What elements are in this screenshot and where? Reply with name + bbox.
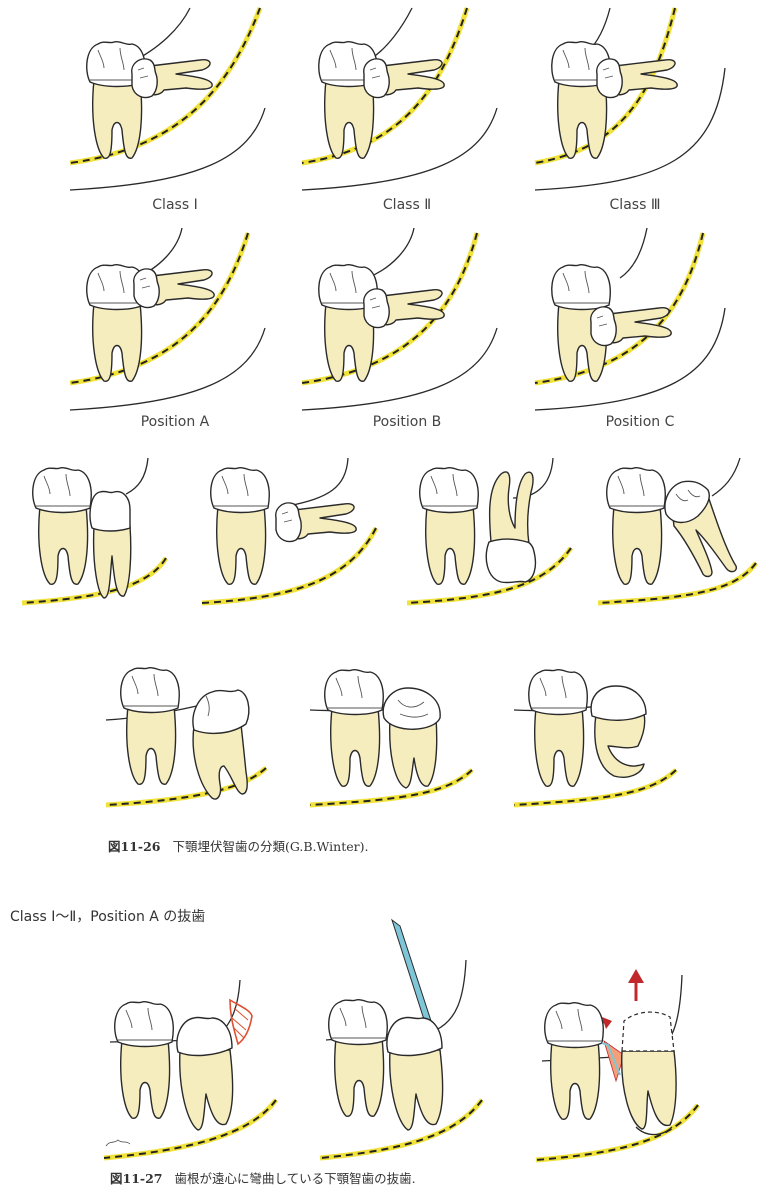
caption-class-1: Class Ⅰ xyxy=(152,197,198,213)
diagram-class-3 xyxy=(525,7,735,196)
figure-26-caption: 図11-26 下顎埋伏智歯の分類(G.B.Winter). xyxy=(108,836,628,855)
figure-27-caption: 図11-27 歯根が遠心に彎曲している下顎智歯の抜歯. xyxy=(110,1168,630,1187)
diagram-extraction-step-1 xyxy=(100,979,280,1165)
diagram-position-b xyxy=(292,227,502,416)
diagram-position-c xyxy=(525,227,735,416)
diagram-inverted xyxy=(403,457,574,608)
figure-26-text: 下顎埋伏智歯の分類(G.B.Winter). xyxy=(172,839,369,854)
diagram-class-1 xyxy=(60,7,270,196)
caption-position-b: Position B xyxy=(372,414,442,430)
diagram-extraction-step-2 xyxy=(316,918,486,1165)
diagram-buccoangular xyxy=(306,660,476,810)
diagram-mesioangular xyxy=(594,457,759,608)
figure-27-number: 図11-27 xyxy=(110,1171,163,1186)
caption-class-3: Class Ⅲ xyxy=(609,197,661,213)
diagram-vertical xyxy=(18,457,169,608)
diagram-horizontal xyxy=(198,457,379,608)
caption-position-a: Position A xyxy=(140,414,210,430)
caption-position-c: Position C xyxy=(605,414,675,430)
diagram-position-a xyxy=(60,227,270,416)
diagram-extraction-step-3 xyxy=(532,965,702,1165)
caption-class-2: Class Ⅱ xyxy=(382,197,432,213)
figure-27-text: 歯根が遠心に彎曲している下顎智歯の抜歯. xyxy=(174,1171,416,1186)
section-heading: Class Ⅰ～Ⅱ，Position A の抜歯 xyxy=(10,909,206,925)
diagram-linguoangular xyxy=(510,660,680,810)
figure-26-number: 図11-26 xyxy=(108,839,161,854)
diagram-class-2 xyxy=(292,7,502,196)
diagram-distoangular xyxy=(102,660,272,810)
